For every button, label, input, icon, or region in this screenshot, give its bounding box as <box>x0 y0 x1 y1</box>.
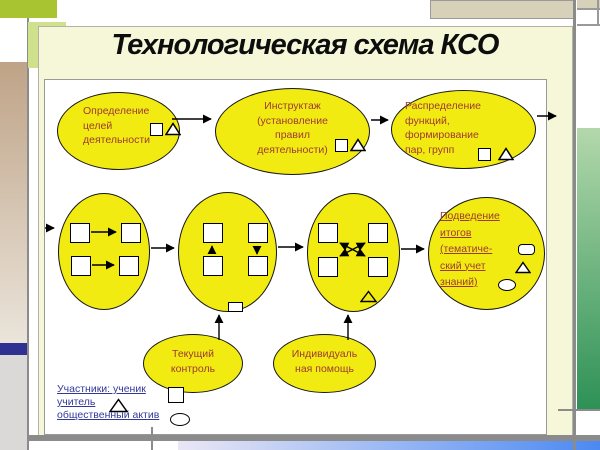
student-square-icon <box>248 256 268 276</box>
node-pair-exchange <box>307 193 400 312</box>
node-summary: Подведение итогов (тематиче- ский учет з… <box>428 197 545 310</box>
node-label: Индивидуаль ная помощь <box>291 348 358 375</box>
student-square-icon <box>248 223 268 243</box>
legend-teacher-label: учитель <box>57 396 96 408</box>
activists-oval-icon <box>170 413 190 426</box>
student-square-icon <box>203 256 223 276</box>
node-role-distribution: Распределение функций, формирование пар,… <box>391 90 536 169</box>
student-square-icon <box>119 256 139 276</box>
left-grey-column <box>0 355 27 450</box>
top-left-accent-bar <box>0 0 57 18</box>
teacher-triangle-icon <box>360 290 377 303</box>
slide-title: Технологическая схема КСО <box>111 29 500 61</box>
node-label: Распределение функций, формирование пар,… <box>405 100 481 156</box>
top-right-divider-line <box>577 24 600 26</box>
legend-activists-label: общественный актив <box>57 409 160 421</box>
node-pair-work-vertical <box>178 192 277 312</box>
bottom-grey-rule <box>28 435 600 441</box>
node-individual-help: Индивидуаль ная помощь <box>273 334 376 393</box>
student-square-icon <box>318 223 338 243</box>
right-green-gradient-bar <box>577 128 600 410</box>
student-square-icon <box>203 223 223 243</box>
top-right-tan-block <box>430 0 574 19</box>
legend-student-label: Участники: ученик <box>57 383 146 395</box>
student-square-icon <box>71 256 91 276</box>
legend: Участники: ученик учитель общественный а… <box>57 383 232 433</box>
student-square-icon <box>318 257 338 277</box>
student-square-icon <box>335 139 348 152</box>
teacher-triangle-icon <box>165 122 181 136</box>
teacher-triangle-icon <box>350 138 366 152</box>
student-square-icon <box>368 223 388 243</box>
node-goal-definition: Определение целей деятельности <box>57 92 181 170</box>
node-label: Определение целей деятельности <box>83 105 150 146</box>
teacher-triangle-icon <box>515 261 531 274</box>
node-briefing: Инструктаж (установление правил деятельн… <box>215 88 370 175</box>
top-right-corner-block <box>577 0 600 10</box>
left-navy-bar <box>0 343 27 355</box>
student-square-icon <box>121 223 141 243</box>
left-vertical-divider <box>27 18 29 450</box>
student-square-icon <box>150 123 163 136</box>
node-label: Инструктаж (установление правил деятельн… <box>257 100 328 156</box>
right-vertical-divider <box>573 0 576 450</box>
student-square-icon <box>228 302 243 312</box>
teacher-triangle-icon <box>498 147 514 161</box>
node-label: Текущий контроль <box>170 348 216 375</box>
node-pair-work-forward <box>58 193 150 310</box>
teacher-triangle-icon <box>109 398 128 413</box>
node-label: Подведение итогов (тематиче- ский учет з… <box>440 210 500 288</box>
top-right-edge-line <box>597 0 599 26</box>
student-square-icon <box>518 244 535 255</box>
activists-oval-icon <box>498 279 516 291</box>
student-square-icon <box>70 223 90 243</box>
bottom-blue-gradient-bar <box>178 441 600 450</box>
student-square-icon <box>168 387 184 403</box>
bottom-tick-line <box>151 427 153 450</box>
student-square-icon <box>368 257 388 277</box>
student-square-icon <box>478 148 491 161</box>
right-horizontal-line <box>558 409 600 411</box>
left-tan-column <box>0 62 27 343</box>
node-current-control: Текущий контроль <box>143 334 243 393</box>
